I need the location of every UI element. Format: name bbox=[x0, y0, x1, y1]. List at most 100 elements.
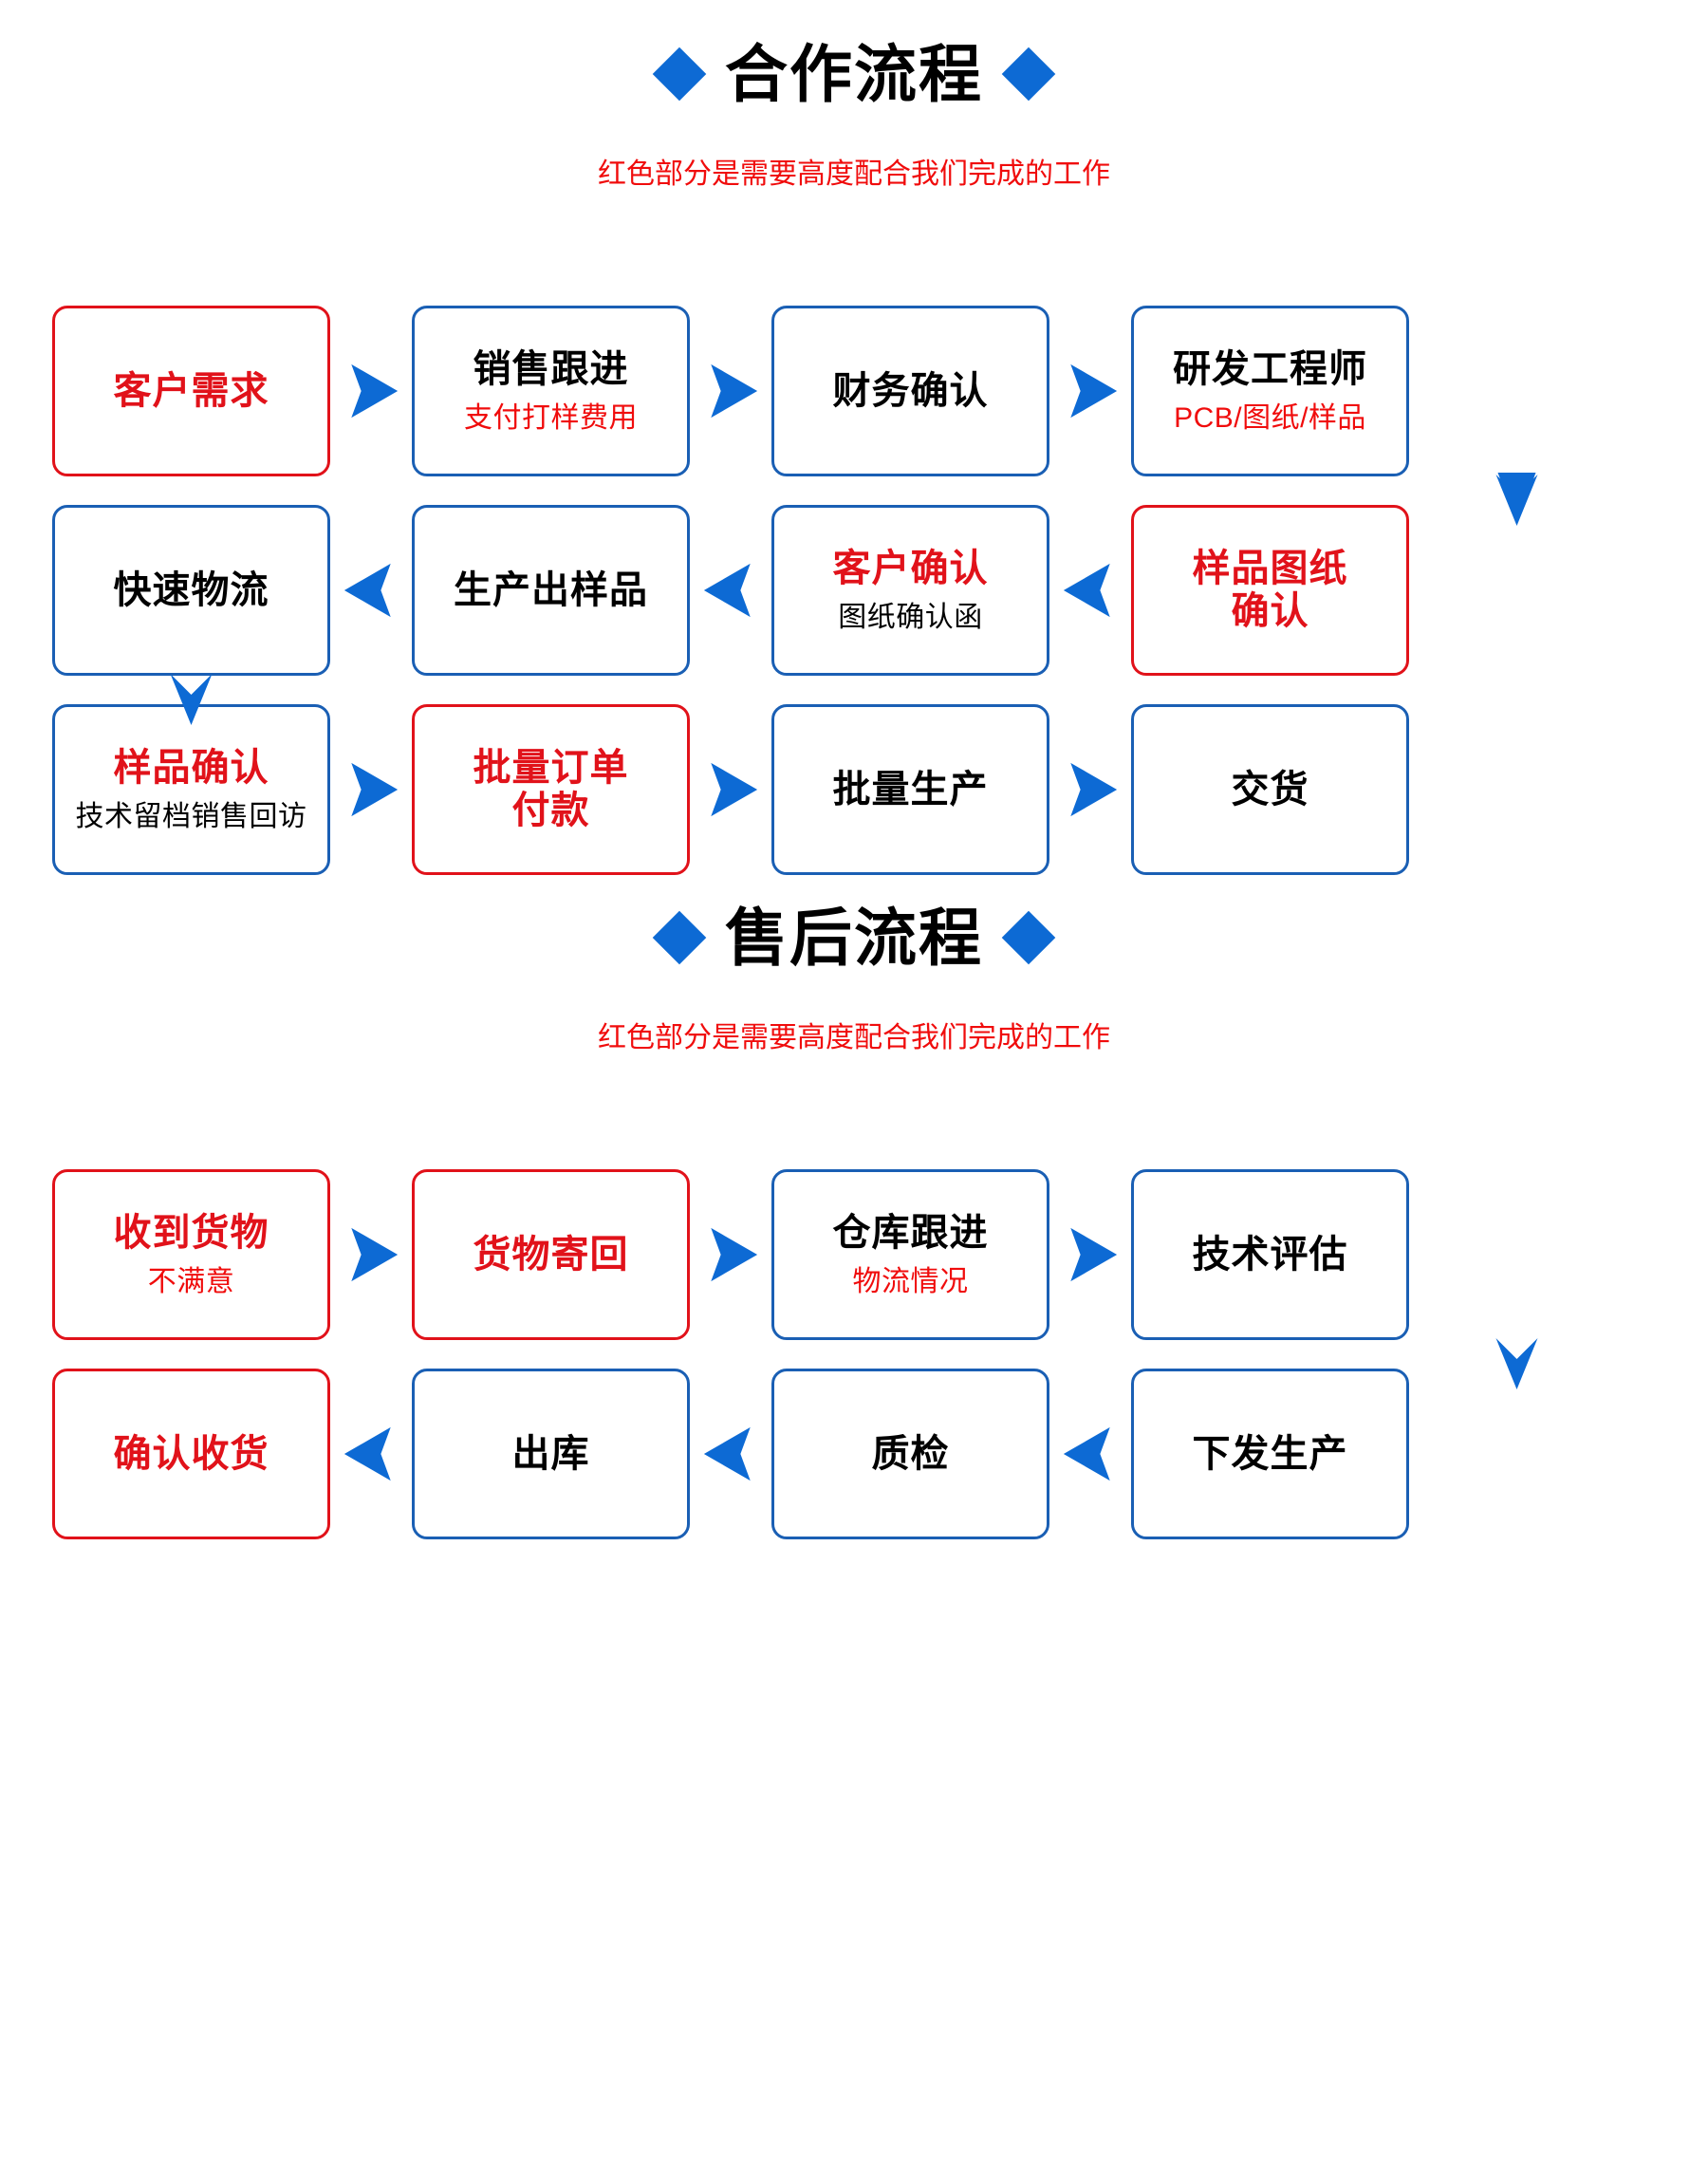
section-subtitle-cooperation: 红色部分是需要高度配合我们完成的工作 bbox=[598, 158, 1110, 190]
node-title: 财务确认 bbox=[832, 369, 989, 412]
node-box-n11[interactable]: 批量生产 bbox=[771, 704, 1049, 875]
node-box-n6[interactable]: 客户确认 图纸确认函 bbox=[771, 505, 1049, 676]
node-box-n3[interactable]: 财务确认 bbox=[771, 306, 1049, 476]
flow-connector-row bbox=[0, 1338, 1708, 1389]
node-cell: 货物寄回 bbox=[412, 1169, 690, 1340]
flow-connector-row bbox=[0, 473, 1708, 526]
connector-down-n4-n5 bbox=[1378, 463, 1656, 533]
arrow-left-icon bbox=[1063, 563, 1110, 618]
arrow-left-icon bbox=[343, 563, 391, 618]
node-cell: 客户需求 bbox=[52, 306, 330, 476]
arrow-right-icon bbox=[711, 363, 758, 419]
arrow-down-icon bbox=[170, 674, 213, 725]
arrow-right-icon bbox=[1070, 1227, 1118, 1282]
node-box-n12[interactable]: 交货 bbox=[1131, 704, 1409, 875]
node-cell: 财务确认 bbox=[771, 306, 1049, 476]
connector-down-m4-m5 bbox=[1378, 1327, 1656, 1397]
node-cell: 研发工程师 PCB/图纸/样品 bbox=[1131, 306, 1409, 476]
node-box-n1[interactable]: 客户需求 bbox=[52, 306, 330, 476]
edge-cell bbox=[330, 704, 412, 875]
node-cell: 样品图纸 确认 bbox=[1131, 505, 1409, 676]
node-box-n5[interactable]: 样品图纸 确认 bbox=[1131, 505, 1409, 676]
node-title: 销售跟进 bbox=[473, 348, 629, 391]
node-box-m3[interactable]: 仓库跟进 物流情况 bbox=[771, 1169, 1049, 1340]
node-title: 快速物流 bbox=[113, 568, 269, 611]
edge-cell bbox=[1049, 1369, 1131, 1539]
node-box-m2[interactable]: 货物寄回 bbox=[412, 1169, 690, 1340]
node-title: 批量订单 付款 bbox=[473, 747, 629, 831]
node-cell: 收到货物 不满意 bbox=[52, 1169, 330, 1340]
node-box-m1[interactable]: 收到货物 不满意 bbox=[52, 1169, 330, 1340]
node-cell: 交货 bbox=[1131, 704, 1409, 875]
flow-row: 客户需求 销售跟进 支付打样费用 财务确 bbox=[0, 306, 1708, 476]
node-box-m7[interactable]: 出库 bbox=[412, 1369, 690, 1539]
arrow-left-icon bbox=[703, 1426, 751, 1481]
node-title: 出库 bbox=[511, 1432, 590, 1475]
arrow-left-icon bbox=[1063, 1426, 1110, 1481]
node-box-n9[interactable]: 样品确认 技术留档销售回访 bbox=[52, 704, 330, 875]
node-cell: 快速物流 bbox=[52, 505, 330, 676]
node-box-m8[interactable]: 确认收货 bbox=[52, 1369, 330, 1539]
node-box-n4[interactable]: 研发工程师 PCB/图纸/样品 bbox=[1131, 306, 1409, 476]
node-title: 交货 bbox=[1231, 768, 1309, 810]
node-cell: 批量生产 bbox=[771, 704, 1049, 875]
node-cell: 生产出样品 bbox=[412, 505, 690, 676]
arrow-left-icon bbox=[343, 1426, 391, 1481]
edge-cell bbox=[1049, 704, 1131, 875]
flow-row: 确认收货 出库 质检 bbox=[0, 1369, 1708, 1539]
edge-cell bbox=[1049, 306, 1131, 476]
node-cell: 仓库跟进 物流情况 bbox=[771, 1169, 1049, 1340]
node-box-n10[interactable]: 批量订单 付款 bbox=[412, 704, 690, 875]
node-box-n8[interactable]: 快速物流 bbox=[52, 505, 330, 676]
node-subtitle: 技术留档销售回访 bbox=[75, 800, 307, 832]
section-title-text: 售后流程 bbox=[725, 903, 983, 973]
connector-down-n8-n9 bbox=[52, 662, 330, 733]
node-title: 质检 bbox=[871, 1432, 950, 1475]
arrow-right-icon bbox=[351, 1227, 399, 1282]
node-cell: 批量订单 付款 bbox=[412, 704, 690, 875]
node-cell: 样品确认 技术留档销售回访 bbox=[52, 704, 330, 875]
node-title: 样品图纸 确认 bbox=[1192, 548, 1348, 632]
section-title-text: 合作流程 bbox=[725, 39, 983, 109]
arrow-right-icon bbox=[711, 1227, 758, 1282]
node-title: 样品确认 bbox=[113, 747, 269, 790]
node-title: 生产出样品 bbox=[454, 568, 648, 611]
edge-cell bbox=[330, 1369, 412, 1539]
node-box-m5[interactable]: 下发生产 bbox=[1131, 1369, 1409, 1539]
arrow-right-icon bbox=[1070, 363, 1118, 419]
node-title: 技术评估 bbox=[1192, 1233, 1348, 1276]
node-subtitle: 图纸确认函 bbox=[838, 601, 983, 633]
node-title: 研发工程师 bbox=[1173, 348, 1367, 391]
node-title: 下发生产 bbox=[1192, 1432, 1348, 1475]
edge-cell bbox=[690, 306, 771, 476]
node-title: 客户需求 bbox=[113, 369, 269, 412]
edge-cell bbox=[330, 1169, 412, 1340]
flow-after-sales: 收到货物 不满意 货物寄回 仓库跟进 bbox=[0, 1169, 1708, 1539]
node-box-m6[interactable]: 质检 bbox=[771, 1369, 1049, 1539]
node-box-n2[interactable]: 销售跟进 支付打样费用 bbox=[412, 306, 690, 476]
node-title: 货物寄回 bbox=[473, 1233, 629, 1276]
flow-connector-row bbox=[0, 674, 1708, 725]
node-cell: 技术评估 bbox=[1131, 1169, 1409, 1340]
arrow-left-icon bbox=[703, 563, 751, 618]
node-subtitle: PCB/图纸/样品 bbox=[1174, 401, 1366, 434]
edge-cell bbox=[330, 306, 412, 476]
flow-row: 样品确认 技术留档销售回访 批量订单 付款 bbox=[0, 704, 1708, 875]
arrow-right-icon bbox=[351, 762, 399, 817]
node-title: 仓库跟进 bbox=[832, 1212, 989, 1255]
node-title: 确认收货 bbox=[113, 1432, 269, 1475]
flow-cooperation: 客户需求 销售跟进 支付打样费用 财务确 bbox=[0, 306, 1708, 875]
node-cell: 质检 bbox=[771, 1369, 1049, 1539]
arrow-down-icon bbox=[1495, 473, 1538, 526]
diamond-icon-left bbox=[652, 47, 707, 102]
node-box-m4[interactable]: 技术评估 bbox=[1131, 1169, 1409, 1340]
arrow-right-icon bbox=[1070, 762, 1118, 817]
diamond-icon-right bbox=[1001, 47, 1056, 102]
node-subtitle: 支付打样费用 bbox=[464, 401, 638, 434]
section-title-cooperation: 合作流程 bbox=[0, 43, 1708, 105]
node-title: 收到货物 bbox=[113, 1212, 269, 1255]
arrow-right-icon bbox=[711, 762, 758, 817]
node-cell: 下发生产 bbox=[1131, 1369, 1409, 1539]
node-box-n7[interactable]: 生产出样品 bbox=[412, 505, 690, 676]
diamond-icon-left bbox=[652, 910, 707, 965]
